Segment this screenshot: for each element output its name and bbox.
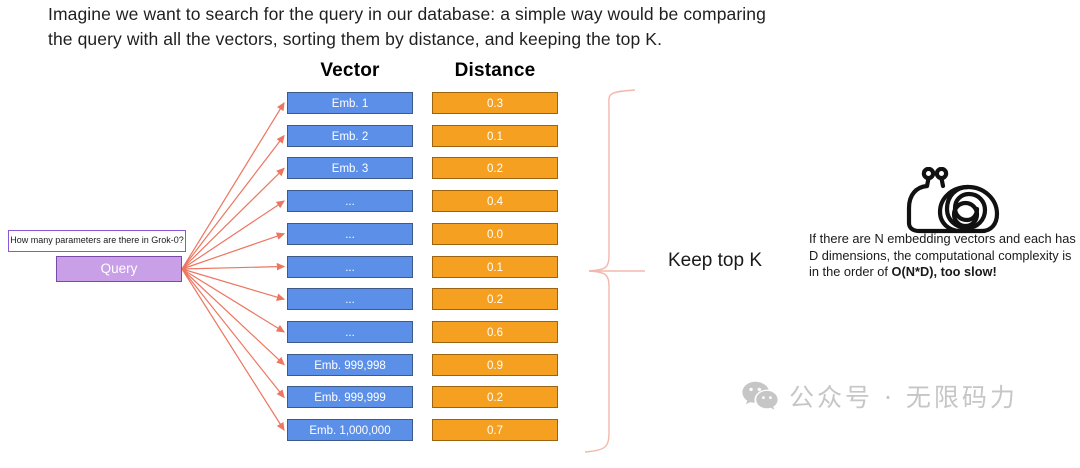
query-to-vector-arrow — [181, 268, 286, 333]
distance-bar[interactable]: 0.7 — [432, 419, 558, 441]
vector-bar[interactable]: ... — [287, 222, 413, 245]
query-to-vector-arrow — [181, 232, 286, 270]
distance-bar[interactable]: 0.2 — [432, 288, 558, 311]
column-header-vector: Vector — [320, 60, 380, 81]
complexity-note-text: If there are N embedding vectors and eac… — [809, 231, 1076, 279]
distance-bar[interactable]: 0.2 — [432, 157, 558, 180]
query-to-vector-arrow — [181, 262, 286, 271]
query-to-vector-arrow — [181, 167, 285, 270]
query-question-box[interactable]: How many parameters are there in Grok-0? — [8, 230, 186, 252]
distance-bar[interactable]: 0.9 — [432, 353, 558, 376]
vector-bar[interactable]: Emb. 1,000,000 — [287, 419, 413, 441]
query-to-vector-arrow — [181, 268, 285, 432]
query-vector-box[interactable]: Query — [56, 256, 182, 282]
vector-bar[interactable]: Emb. 1 — [287, 92, 413, 114]
query-to-vector-arrow — [181, 268, 286, 301]
distance-bar[interactable]: 0.0 — [432, 222, 558, 245]
wechat-icon — [742, 381, 778, 410]
watermark-text: 公众号 · 无限码力 — [789, 383, 1018, 412]
vector-bar[interactable]: ... — [287, 320, 413, 343]
query-to-vector-arrow — [181, 134, 285, 270]
query-to-vector-arrow — [181, 268, 285, 366]
vector-bar[interactable]: Emb. 2 — [287, 124, 413, 147]
complexity-note: If there are N embedding vectors and eac… — [809, 231, 1080, 281]
column-header-distance: Distance — [454, 60, 536, 81]
distance-bar[interactable]: 0.3 — [432, 92, 558, 114]
query-to-vector-arrow — [181, 268, 285, 399]
intro-line-1: Imagine we want to search for the query … — [48, 4, 766, 24]
snail-icon — [906, 167, 1000, 234]
distance-bar[interactable]: 0.1 — [432, 124, 558, 147]
vector-bar[interactable]: ... — [287, 190, 413, 213]
distance-bar[interactable]: 0.4 — [432, 190, 558, 213]
vector-bar[interactable]: ... — [287, 255, 413, 278]
distance-bar[interactable]: 0.1 — [432, 255, 558, 278]
distance-bar[interactable]: 0.6 — [432, 320, 558, 343]
watermark: 公众号 · 无限码力 — [742, 378, 1018, 414]
intro-paragraph: Imagine we want to search for the query … — [48, 2, 1048, 52]
query-to-vector-arrow — [181, 101, 285, 270]
vector-bar[interactable]: Emb. 999,999 — [287, 386, 413, 409]
slide-canvas: Imagine we want to search for the query … — [8, 2, 1080, 453]
vector-bar[interactable]: ... — [287, 288, 413, 311]
vector-bar[interactable]: Emb. 3 — [287, 157, 413, 180]
distance-bar[interactable]: 0.2 — [432, 386, 558, 409]
keep-top-k-label: Keep top K — [668, 250, 763, 271]
intro-line-2: the query with all the vectors, sorting … — [48, 29, 663, 49]
curly-brace — [585, 89, 645, 453]
complexity-note-emphasis: O(N*D), too slow! — [891, 264, 997, 279]
vector-bar[interactable]: Emb. 999,998 — [287, 353, 413, 376]
query-to-vector-arrow — [181, 200, 285, 270]
